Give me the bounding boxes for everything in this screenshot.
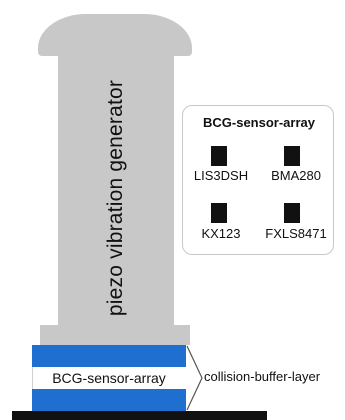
panel-title: BCG-sensor-array — [203, 115, 315, 130]
chip-icon — [211, 146, 227, 166]
sensor-label-fxls8471: FXLS8471 — [265, 226, 327, 241]
chip-icon — [284, 203, 300, 223]
generator-cap — [38, 14, 192, 56]
buffer-layer-bottom — [32, 389, 186, 411]
sensor-layer — [32, 367, 186, 389]
collision-buffer-label: collision-buffer-layer — [204, 369, 321, 384]
buffer-layer-top — [32, 345, 186, 367]
layer-bracket — [186, 345, 203, 411]
sensor-label-lis3dsh: LIS3DSH — [193, 168, 249, 183]
chip-icon — [284, 146, 300, 166]
generator-base — [40, 325, 190, 345]
generator-column — [58, 56, 174, 340]
sensor-label-bma280: BMA280 — [271, 168, 321, 183]
sensor-layer-label: BCG-sensor-array — [52, 370, 166, 386]
generator-label: piezo vibration generator — [104, 79, 127, 317]
sensor-label-kx123: KX123 — [201, 226, 241, 241]
sensor-array-panel: BCG-sensor-array LIS3DSH BMA280 KX123 FX… — [182, 105, 334, 255]
chip-icon — [211, 203, 227, 223]
ground-plate — [12, 411, 267, 420]
